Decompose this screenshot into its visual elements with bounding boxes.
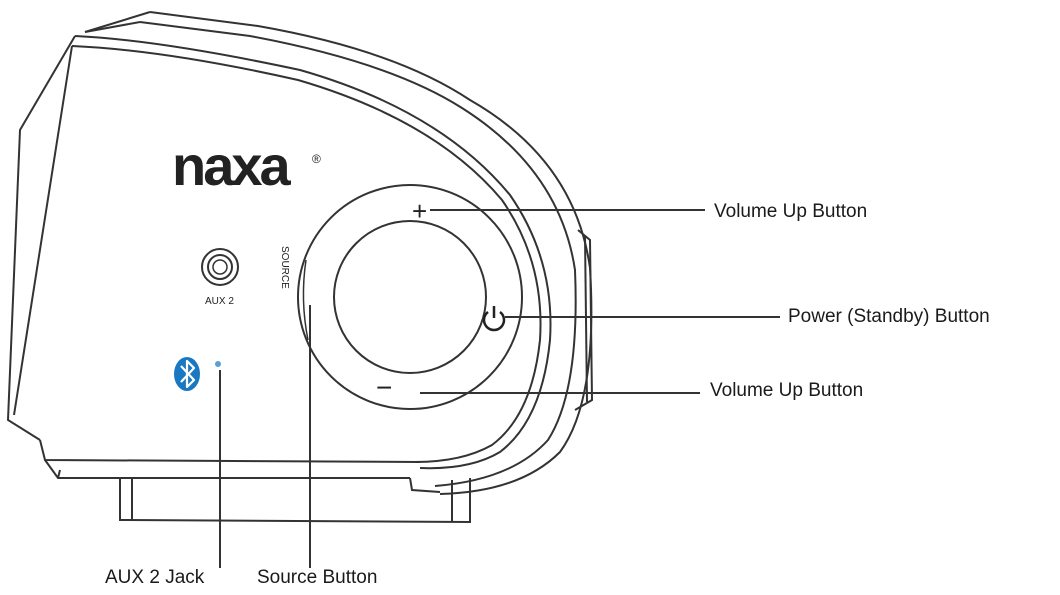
source-label: SOURCE [279,246,290,289]
power-button[interactable] [482,306,506,332]
volume-up-button[interactable]: + [412,196,427,226]
volume-up-symbol: + [412,196,427,226]
aux-port-label: AUX 2 [205,296,234,307]
registered-mark: ® [312,152,321,166]
brand-logo: naxa ® [172,134,321,197]
callout-volume-up-top: Volume Up Button [714,201,868,222]
callout-source: Source Button [257,567,378,588]
control-dial [297,184,523,410]
leader-lines [219,209,780,568]
bluetooth-icon [174,357,221,391]
callout-power: Power (Standby) Button [788,306,990,327]
power-icon [482,306,506,332]
volume-down-symbol: − [376,372,392,403]
speaker-body [6,11,594,524]
source-button[interactable] [302,259,309,341]
brand-logo-text: naxa [172,134,291,197]
volume-down-button[interactable]: − [376,372,392,403]
callout-volume-up-bottom: Volume Up Button [710,380,864,401]
aux-jack: AUX 2 [201,248,239,307]
callout-aux-jack: AUX 2 Jack [105,567,205,588]
